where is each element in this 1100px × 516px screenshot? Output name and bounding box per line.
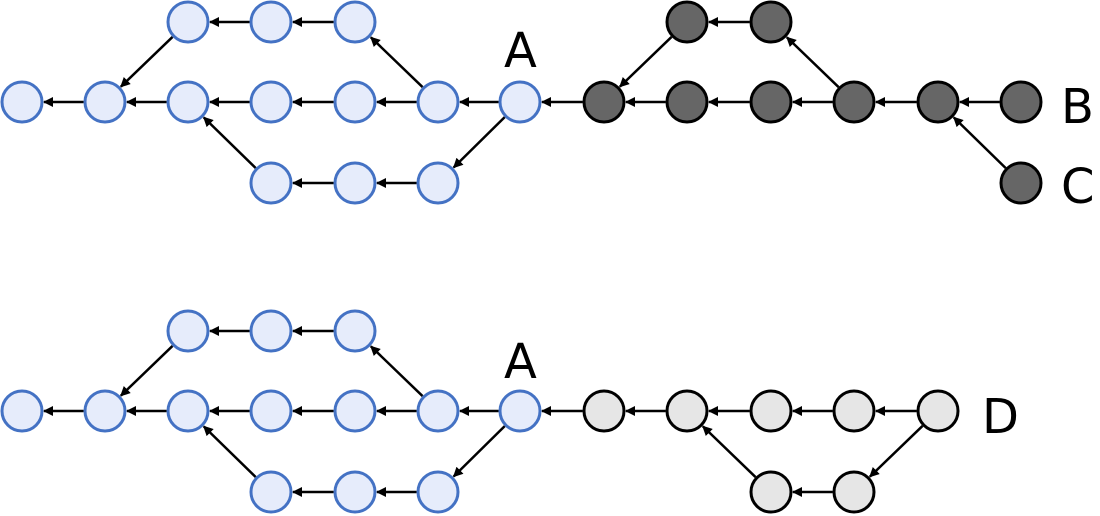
edge-dC-to-d5 bbox=[952, 116, 1007, 169]
node-lD bbox=[916, 389, 960, 433]
node-d2 bbox=[665, 80, 709, 124]
node-t2 bbox=[83, 80, 127, 124]
node-t4 bbox=[249, 80, 293, 124]
node-tl2 bbox=[333, 161, 377, 205]
node-tl3 bbox=[416, 161, 460, 205]
label-a-top: A bbox=[504, 23, 537, 79]
edge-t6-to-tu3 bbox=[369, 36, 424, 88]
node-ll2 bbox=[832, 470, 876, 514]
label-d: D bbox=[982, 389, 1019, 445]
node-l2 bbox=[665, 389, 709, 433]
node-tu3 bbox=[333, 0, 377, 44]
edge-lD-to-ll2 bbox=[868, 425, 924, 478]
edge-d4-to-du2 bbox=[785, 36, 840, 88]
node-tu2 bbox=[249, 0, 293, 44]
node-bl1 bbox=[249, 470, 293, 514]
nodes bbox=[0, 0, 1043, 514]
node-b2 bbox=[83, 389, 127, 433]
node-b5 bbox=[333, 389, 377, 433]
node-l1 bbox=[582, 389, 626, 433]
label-a-bottom: A bbox=[504, 334, 537, 390]
node-d1 bbox=[582, 80, 626, 124]
label-c: C bbox=[1061, 159, 1095, 215]
node-d5 bbox=[916, 80, 960, 124]
node-l4 bbox=[832, 389, 876, 433]
node-bu2 bbox=[249, 309, 293, 353]
edge-du1-to-d1 bbox=[618, 36, 673, 88]
node-l3 bbox=[749, 389, 793, 433]
node-tA bbox=[498, 80, 542, 124]
node-bA bbox=[498, 389, 542, 433]
node-dC bbox=[999, 161, 1043, 205]
edge-bl1-to-b3 bbox=[202, 425, 257, 478]
node-b1 bbox=[0, 389, 44, 433]
node-bu1 bbox=[166, 309, 210, 353]
node-b4 bbox=[249, 389, 293, 433]
node-ll1 bbox=[749, 470, 793, 514]
edge-bu1-to-b2 bbox=[119, 345, 174, 397]
node-dB bbox=[999, 80, 1043, 124]
node-d4 bbox=[832, 80, 876, 124]
node-b6 bbox=[416, 389, 460, 433]
edge-ll1-to-l2 bbox=[701, 425, 757, 478]
edge-tl1-to-t3 bbox=[202, 116, 257, 169]
node-t5 bbox=[333, 80, 377, 124]
node-tl1 bbox=[249, 161, 293, 205]
edge-tA-to-tl3 bbox=[452, 116, 506, 169]
node-b3 bbox=[166, 389, 210, 433]
edge-b6-to-bu3 bbox=[369, 345, 424, 397]
edge-tu1-to-t2 bbox=[119, 36, 174, 88]
node-d3 bbox=[749, 80, 793, 124]
node-du1 bbox=[665, 0, 709, 44]
node-t6 bbox=[416, 80, 460, 124]
edges bbox=[43, 17, 1007, 497]
node-bl3 bbox=[416, 470, 460, 514]
node-t1 bbox=[0, 80, 44, 124]
node-bu3 bbox=[333, 309, 377, 353]
node-t3 bbox=[166, 80, 210, 124]
node-bl2 bbox=[333, 470, 377, 514]
edge-bA-to-bl3 bbox=[452, 425, 506, 478]
label-b: B bbox=[1061, 79, 1094, 135]
node-du2 bbox=[749, 0, 793, 44]
node-tu1 bbox=[166, 0, 210, 44]
